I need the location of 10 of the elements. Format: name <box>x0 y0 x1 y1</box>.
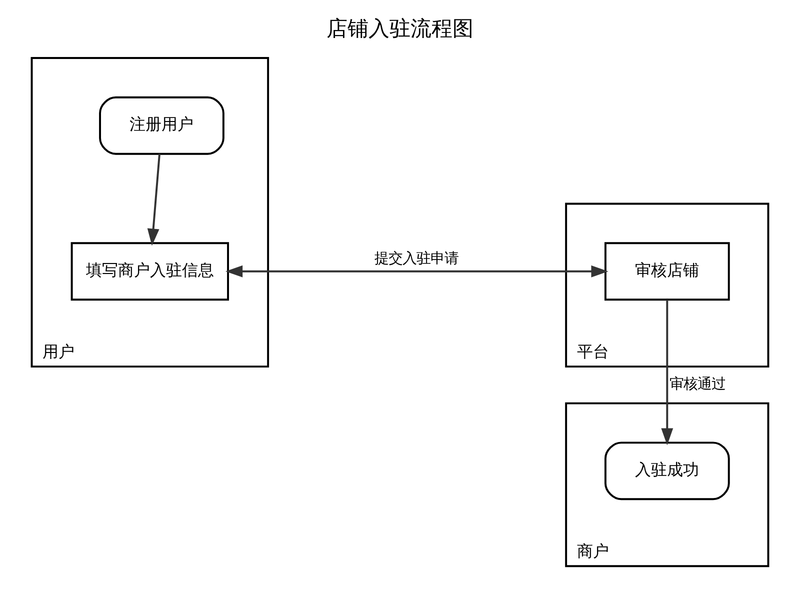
edge-label: 审核通过 <box>669 376 726 393</box>
arrow <box>147 154 160 246</box>
arrow <box>661 300 674 446</box>
diagram-title: 店铺入驻流程图 <box>326 16 474 40</box>
arrow <box>225 265 608 278</box>
node-box: 填写商户入驻信息 <box>70 242 229 301</box>
node-box: 入驻成功 <box>604 442 730 500</box>
edge-label: 提交入驻申请 <box>374 251 459 268</box>
node-box: 审核店铺 <box>604 242 730 301</box>
node-box: 注册用户 <box>99 96 224 155</box>
